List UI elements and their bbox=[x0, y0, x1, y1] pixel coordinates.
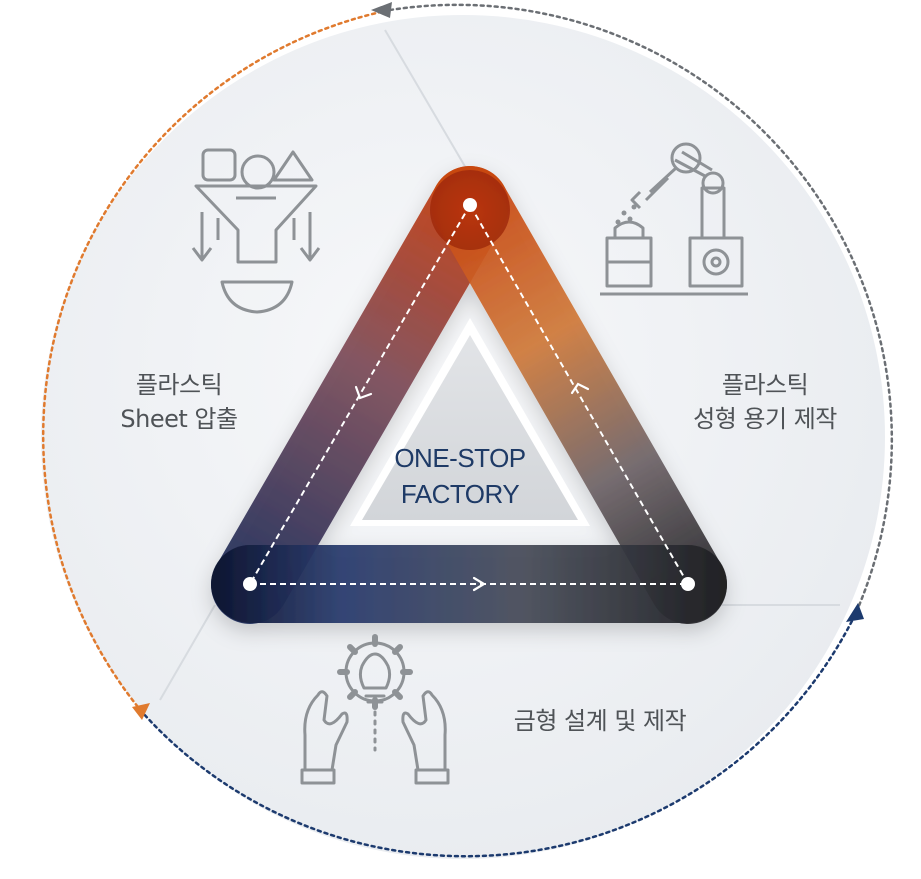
divider-line-top bbox=[384, 29, 471, 176]
label-container-molding-line1: 플라스틱 bbox=[721, 371, 809, 399]
label-sheet-extrusion-line1: 플라스틱 bbox=[135, 371, 223, 399]
label-container-molding-line2: 성형 용기 제작 bbox=[693, 405, 837, 433]
label-sheet-extrusion: 플라스틱 Sheet 압출 bbox=[104, 368, 254, 436]
center-title-line2: FACTORY bbox=[400, 479, 520, 509]
divider-line-left bbox=[159, 604, 216, 701]
arrowhead-navy bbox=[846, 603, 864, 622]
label-sheet-extrusion-line2: Sheet 압출 bbox=[120, 405, 238, 433]
center-title: ONE-STOP FACTORY bbox=[360, 440, 560, 512]
cycle-arc-orange bbox=[42, 8, 392, 714]
arrowhead-orange bbox=[132, 703, 150, 720]
robot-spray-dots bbox=[615, 204, 637, 225]
flow-arrow-right bbox=[570, 382, 590, 395]
arrowhead-gray bbox=[371, 2, 392, 18]
flow-path bbox=[249, 204, 689, 585]
node-left bbox=[243, 577, 257, 591]
label-mold-design-line1: 금형 설계 및 제작 bbox=[513, 707, 687, 735]
label-container-molding: 플라스틱 성형 용기 제작 bbox=[670, 368, 860, 436]
label-mold-design: 금형 설계 및 제작 bbox=[490, 704, 710, 738]
node-top bbox=[463, 198, 477, 212]
inner-triangle-shade bbox=[362, 335, 578, 520]
gear-lightbulb-hands-icon bbox=[300, 634, 450, 785]
flow-arrow-left bbox=[354, 385, 373, 400]
flow-arrow-bottom bbox=[472, 576, 487, 592]
cycle-arc-gray bbox=[388, 3, 894, 617]
robot-arm-icon bbox=[600, 142, 748, 296]
node-right bbox=[681, 577, 695, 591]
funnel-extrusion-icon bbox=[191, 148, 321, 314]
center-title-line1: ONE-STOP bbox=[394, 443, 526, 473]
cycle-arc-navy bbox=[140, 613, 857, 858]
flow-arrows bbox=[354, 382, 590, 592]
